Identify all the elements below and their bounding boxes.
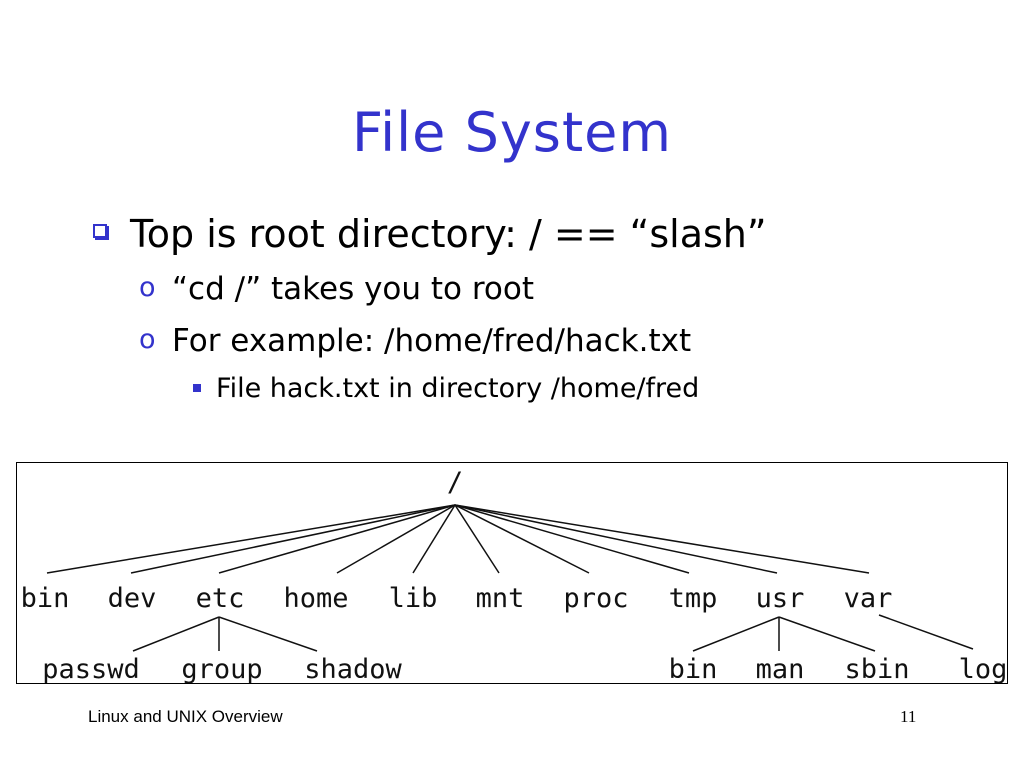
tree-edge [454, 504, 590, 574]
bullet-marker: o [139, 272, 156, 303]
tree-edge [878, 614, 974, 650]
tree-edge [218, 616, 318, 652]
tree-root: / [447, 467, 463, 498]
bullet-marker: o [139, 324, 156, 355]
tree-node-shadow: shadow [304, 654, 402, 684]
tree-edge [336, 504, 456, 574]
tree-node-log: log [959, 654, 1008, 684]
tree-node-sbin: sbin [844, 654, 909, 684]
tree-edge [454, 504, 778, 574]
tree-node-lib: lib [389, 583, 438, 614]
tree-edge [778, 616, 876, 652]
tree-node-mnt: mnt [476, 583, 525, 614]
square-bullet-icon [93, 224, 107, 238]
small-square-bullet-icon [193, 384, 201, 392]
tree-edge [412, 504, 456, 574]
tree-node-passwd: passwd [42, 654, 140, 684]
bullet-text: Top is root directory: / == “slash” [130, 212, 767, 256]
tree-edge [454, 504, 870, 574]
tree-node-group: group [181, 654, 262, 684]
tree-node-man: man [756, 654, 805, 684]
tree-node-dev: dev [108, 583, 157, 614]
tree-node-var: var [844, 583, 893, 614]
directory-tree-svg: / bin dev etc home lib mnt proc tmp usr … [21, 467, 1008, 684]
bullet-level1: Top is root directory: / == “slash” [93, 210, 767, 258]
tree-node-tmp: tmp [669, 583, 718, 614]
tree-edge [454, 504, 690, 574]
bullet-level2: o For example: /home/fred/hack.txt [139, 320, 692, 362]
tree-node-usr: usr [756, 583, 805, 614]
tree-node-proc: proc [563, 583, 628, 614]
tree-edge [454, 504, 500, 574]
tree-node-bin: bin [21, 583, 70, 614]
directory-tree-diagram: / bin dev etc home lib mnt proc tmp usr … [16, 462, 1008, 684]
footer-title: Linux and UNIX Overview [88, 707, 283, 726]
tree-node-home: home [283, 583, 348, 614]
tree-node-etc: etc [196, 583, 245, 614]
tree-edge [46, 504, 456, 574]
bullet-level2: o “cd /” takes you to root [139, 268, 535, 310]
bullet-text: For example: /home/fred/hack.txt [172, 323, 692, 359]
page-number: 11 [900, 707, 917, 726]
tree-edge [218, 504, 456, 574]
tree-edge [692, 616, 780, 652]
tree-edge [130, 504, 456, 574]
slide-title: File System [352, 101, 672, 164]
bullet-text: “cd /” takes you to root [172, 271, 535, 307]
bullet-level3: File hack.txt in directory /home/fred [193, 370, 700, 408]
bullet-text: File hack.txt in directory /home/fred [216, 373, 700, 404]
tree-edge [132, 616, 220, 652]
tree-node-usr-bin: bin [669, 654, 718, 684]
